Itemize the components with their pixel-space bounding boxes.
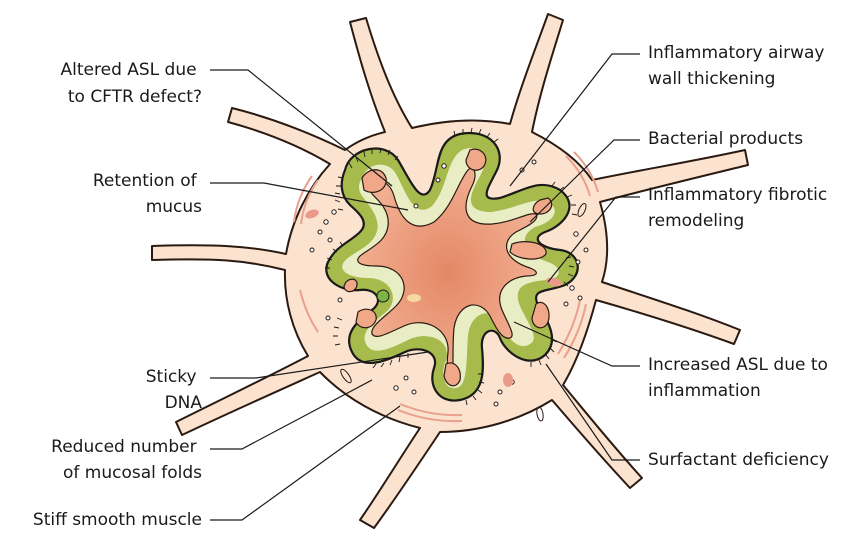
label-retention-mucus: Retention of mucus (93, 171, 202, 217)
label-sticky-dna: Sticky DNA (146, 367, 203, 413)
label-increased-asl: Increased ASL due to inflammation (648, 355, 833, 401)
bacteria-green (377, 290, 389, 302)
label-bacterial: Bacterial products (648, 129, 803, 149)
label-fibrotic: Inflammatory fibrotic remodeling (648, 185, 833, 231)
label-stiff-muscle: Stiff smooth muscle (33, 510, 202, 530)
mucus-blob-yellow (407, 294, 421, 302)
label-surfactant: Surfactant deficiency (648, 450, 829, 470)
label-airway-wall: Inflammatory airway wall thickening (648, 43, 830, 89)
label-altered-asl: Altered ASL due to CFTR defect? (61, 60, 202, 107)
label-reduced-folds: Reduced number of mucosal folds (51, 437, 202, 483)
